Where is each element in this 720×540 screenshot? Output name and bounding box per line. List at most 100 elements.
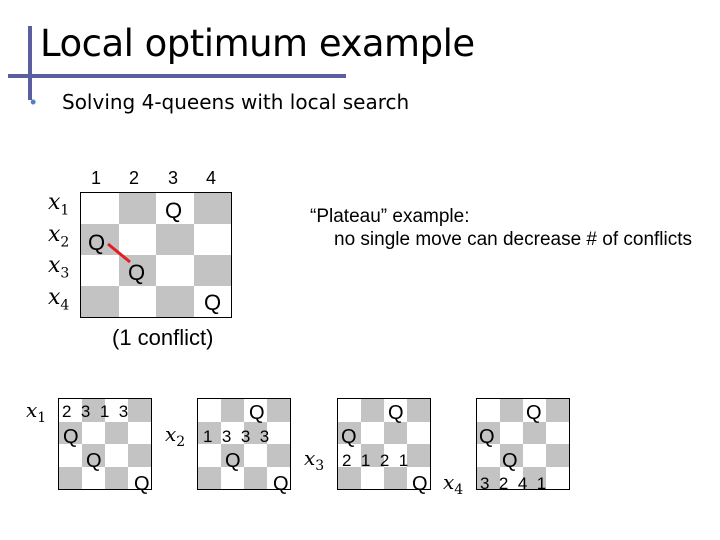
board-cell bbox=[105, 466, 128, 489]
mini-row-label-x1: x1 bbox=[26, 398, 46, 426]
queen-x4: Q bbox=[204, 290, 222, 315]
board-cell bbox=[546, 422, 569, 445]
conflict-count: 2 bbox=[62, 402, 72, 421]
board-cell bbox=[384, 466, 407, 489]
column-number-3: 3 bbox=[167, 168, 178, 188]
board-cell bbox=[82, 444, 105, 467]
conflict-count: 3 bbox=[221, 427, 232, 446]
mini-queen: Q bbox=[388, 402, 404, 424]
mini-queen: Q bbox=[341, 426, 357, 448]
board-cell bbox=[221, 444, 244, 467]
board-cell bbox=[82, 399, 105, 422]
board-cell bbox=[244, 444, 267, 467]
conflict-count: 3 bbox=[118, 402, 129, 421]
row-label-index: 4 bbox=[60, 297, 70, 314]
move-arrow-line bbox=[107, 242, 131, 264]
row-label-var: x bbox=[48, 190, 61, 215]
board-cell bbox=[59, 466, 82, 489]
board-cell bbox=[384, 421, 407, 444]
row-label-var: x bbox=[26, 398, 38, 422]
board-cell bbox=[361, 399, 384, 422]
board-cell bbox=[361, 422, 384, 445]
board-cell bbox=[193, 255, 231, 286]
conflict-count: 1 bbox=[536, 474, 547, 493]
board-cell bbox=[338, 466, 361, 489]
row-label-index: 2 bbox=[176, 434, 186, 450]
conflict-count: 2 bbox=[498, 474, 509, 493]
mini-queen: Q bbox=[273, 473, 289, 495]
title-accent-vertical-line bbox=[28, 26, 32, 100]
mini-queen: Q bbox=[526, 402, 542, 424]
column-number-2: 2 bbox=[128, 168, 139, 188]
board-cell bbox=[198, 444, 221, 467]
mini-row-label-x4: x4 bbox=[443, 470, 463, 498]
board-cell bbox=[523, 421, 546, 444]
conflict-count: 2 bbox=[379, 451, 390, 470]
move-counts-x1: 2 3 1 3 bbox=[62, 402, 128, 422]
mini-queen: Q bbox=[86, 450, 102, 472]
mini-queen: Q bbox=[479, 426, 495, 448]
row-label-index: 4 bbox=[454, 482, 464, 498]
move-counts-x4: 3 2 4 1 bbox=[480, 474, 546, 494]
move-board-x1 bbox=[58, 398, 152, 490]
board-cell bbox=[500, 422, 523, 445]
board-cell bbox=[128, 444, 151, 467]
board-cell bbox=[81, 193, 119, 224]
board-cell bbox=[128, 399, 151, 422]
board-cell bbox=[546, 399, 569, 422]
board-cell bbox=[546, 444, 569, 467]
main-chessboard bbox=[80, 192, 232, 318]
board-cell bbox=[407, 444, 430, 467]
row-label-x3: x3 bbox=[48, 253, 69, 281]
row-label-index: 3 bbox=[315, 458, 325, 474]
conflict-count: 1 bbox=[360, 451, 371, 470]
board-cell bbox=[81, 224, 119, 255]
slide-title: Local optimum example bbox=[40, 22, 475, 65]
board-cell bbox=[193, 193, 231, 224]
mini-queen: Q bbox=[412, 473, 428, 495]
board-cell bbox=[198, 421, 221, 444]
board-cell bbox=[128, 422, 151, 445]
row-label-var: x bbox=[304, 446, 316, 470]
queen-x3: Q bbox=[128, 260, 146, 285]
board-cell bbox=[221, 399, 244, 422]
title-accent-horizontal-line bbox=[8, 74, 346, 78]
plateau-title: “Plateau” example: bbox=[310, 206, 470, 227]
board-cell bbox=[81, 286, 119, 317]
conflict-count: 1 bbox=[398, 451, 409, 470]
board-cell bbox=[198, 466, 221, 489]
board-cell bbox=[105, 421, 128, 444]
row-label-x4: x4 bbox=[48, 285, 69, 313]
bullet-dot-icon: • bbox=[30, 92, 37, 112]
row-label-x2: x2 bbox=[48, 222, 69, 250]
queen-x1: Q bbox=[165, 198, 183, 223]
row-label-var: x bbox=[48, 222, 61, 247]
conflict-count: 4 bbox=[517, 474, 528, 493]
conflict-caption: (1 conflict) bbox=[112, 325, 214, 350]
board-cell bbox=[361, 444, 384, 467]
board-cell bbox=[407, 399, 430, 422]
board-cell bbox=[194, 224, 232, 255]
column-number-4: 4 bbox=[205, 168, 216, 188]
plateau-description: no single move can decrease # of conflic… bbox=[334, 229, 693, 250]
conflict-count: 3 bbox=[80, 402, 91, 421]
mini-queen: Q bbox=[249, 402, 265, 424]
board-cell bbox=[477, 466, 500, 489]
board-cell bbox=[267, 422, 290, 445]
board-cell bbox=[267, 399, 290, 422]
board-cell bbox=[523, 466, 546, 489]
conflict-count: 1 bbox=[99, 402, 110, 421]
bullet-text: Solving 4-queens with local search bbox=[62, 90, 410, 114]
conflict-count: 1 bbox=[203, 427, 213, 446]
board-cell bbox=[59, 421, 82, 444]
move-board-x2 bbox=[197, 398, 291, 490]
row-label-var: x bbox=[48, 253, 61, 278]
conflict-count: 3 bbox=[240, 427, 251, 446]
row-label-index: 1 bbox=[37, 410, 47, 426]
row-label-var: x bbox=[48, 285, 61, 310]
board-cell bbox=[82, 422, 105, 445]
move-counts-x3: 2 1 2 1 bbox=[342, 451, 408, 471]
board-cell bbox=[477, 421, 500, 444]
board-cell bbox=[156, 255, 194, 286]
row-label-index: 3 bbox=[60, 265, 70, 282]
